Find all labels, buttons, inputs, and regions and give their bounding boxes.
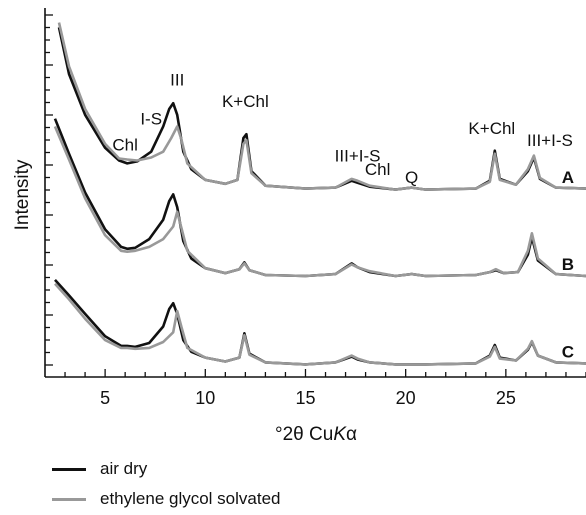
legend-swatch-air-dry (52, 467, 86, 471)
peak-annotation: I-S (140, 110, 162, 129)
series-air-dry-c (54, 279, 586, 366)
x-tick-label: 5 (100, 388, 110, 408)
peak-annotation: Chl (365, 160, 391, 179)
peak-annotation: III+I-S (527, 131, 573, 150)
legend-label-air-dry: air dry (100, 459, 148, 478)
peak-annotation: III (170, 71, 184, 90)
peak-annotation: K+Chl (222, 92, 269, 111)
plot-area (53, 22, 586, 366)
legend-swatch-ethylene-glycol (52, 497, 86, 501)
series-ethylene-glycol-b (53, 125, 586, 278)
series-ethylene-glycol-a (57, 22, 586, 191)
sample-label-b: B (562, 255, 574, 274)
x-tick-label: 10 (195, 388, 215, 408)
legend-item-air-dry: air dry (52, 454, 281, 484)
series-ethylene-glycol-c (54, 282, 586, 366)
axes: 5 10 15 20 25 (44, 8, 586, 408)
series-air-dry-a (57, 27, 586, 191)
peak-annotation: III+I-S (335, 146, 381, 165)
legend-label-ethylene-glycol: ethylene glycol solvated (100, 489, 281, 508)
x-axis-title: °2θ CuKα (275, 424, 357, 445)
x-tick-label: 20 (396, 388, 416, 408)
x-tick-label: 15 (295, 388, 315, 408)
peak-annotation: Chl (112, 136, 138, 155)
x-tick-label: 25 (496, 388, 516, 408)
legend-item-ethylene-glycol: ethylene glycol solvated (52, 484, 281, 514)
sample-label-c: C (562, 343, 574, 362)
peak-annotation: K+Chl (468, 119, 515, 138)
peak-annotation: Q (405, 168, 418, 187)
y-axis-title: Intensity (12, 159, 33, 230)
sample-label-a: A (562, 168, 574, 187)
legend: air dry ethylene glycol solvated (52, 454, 281, 514)
